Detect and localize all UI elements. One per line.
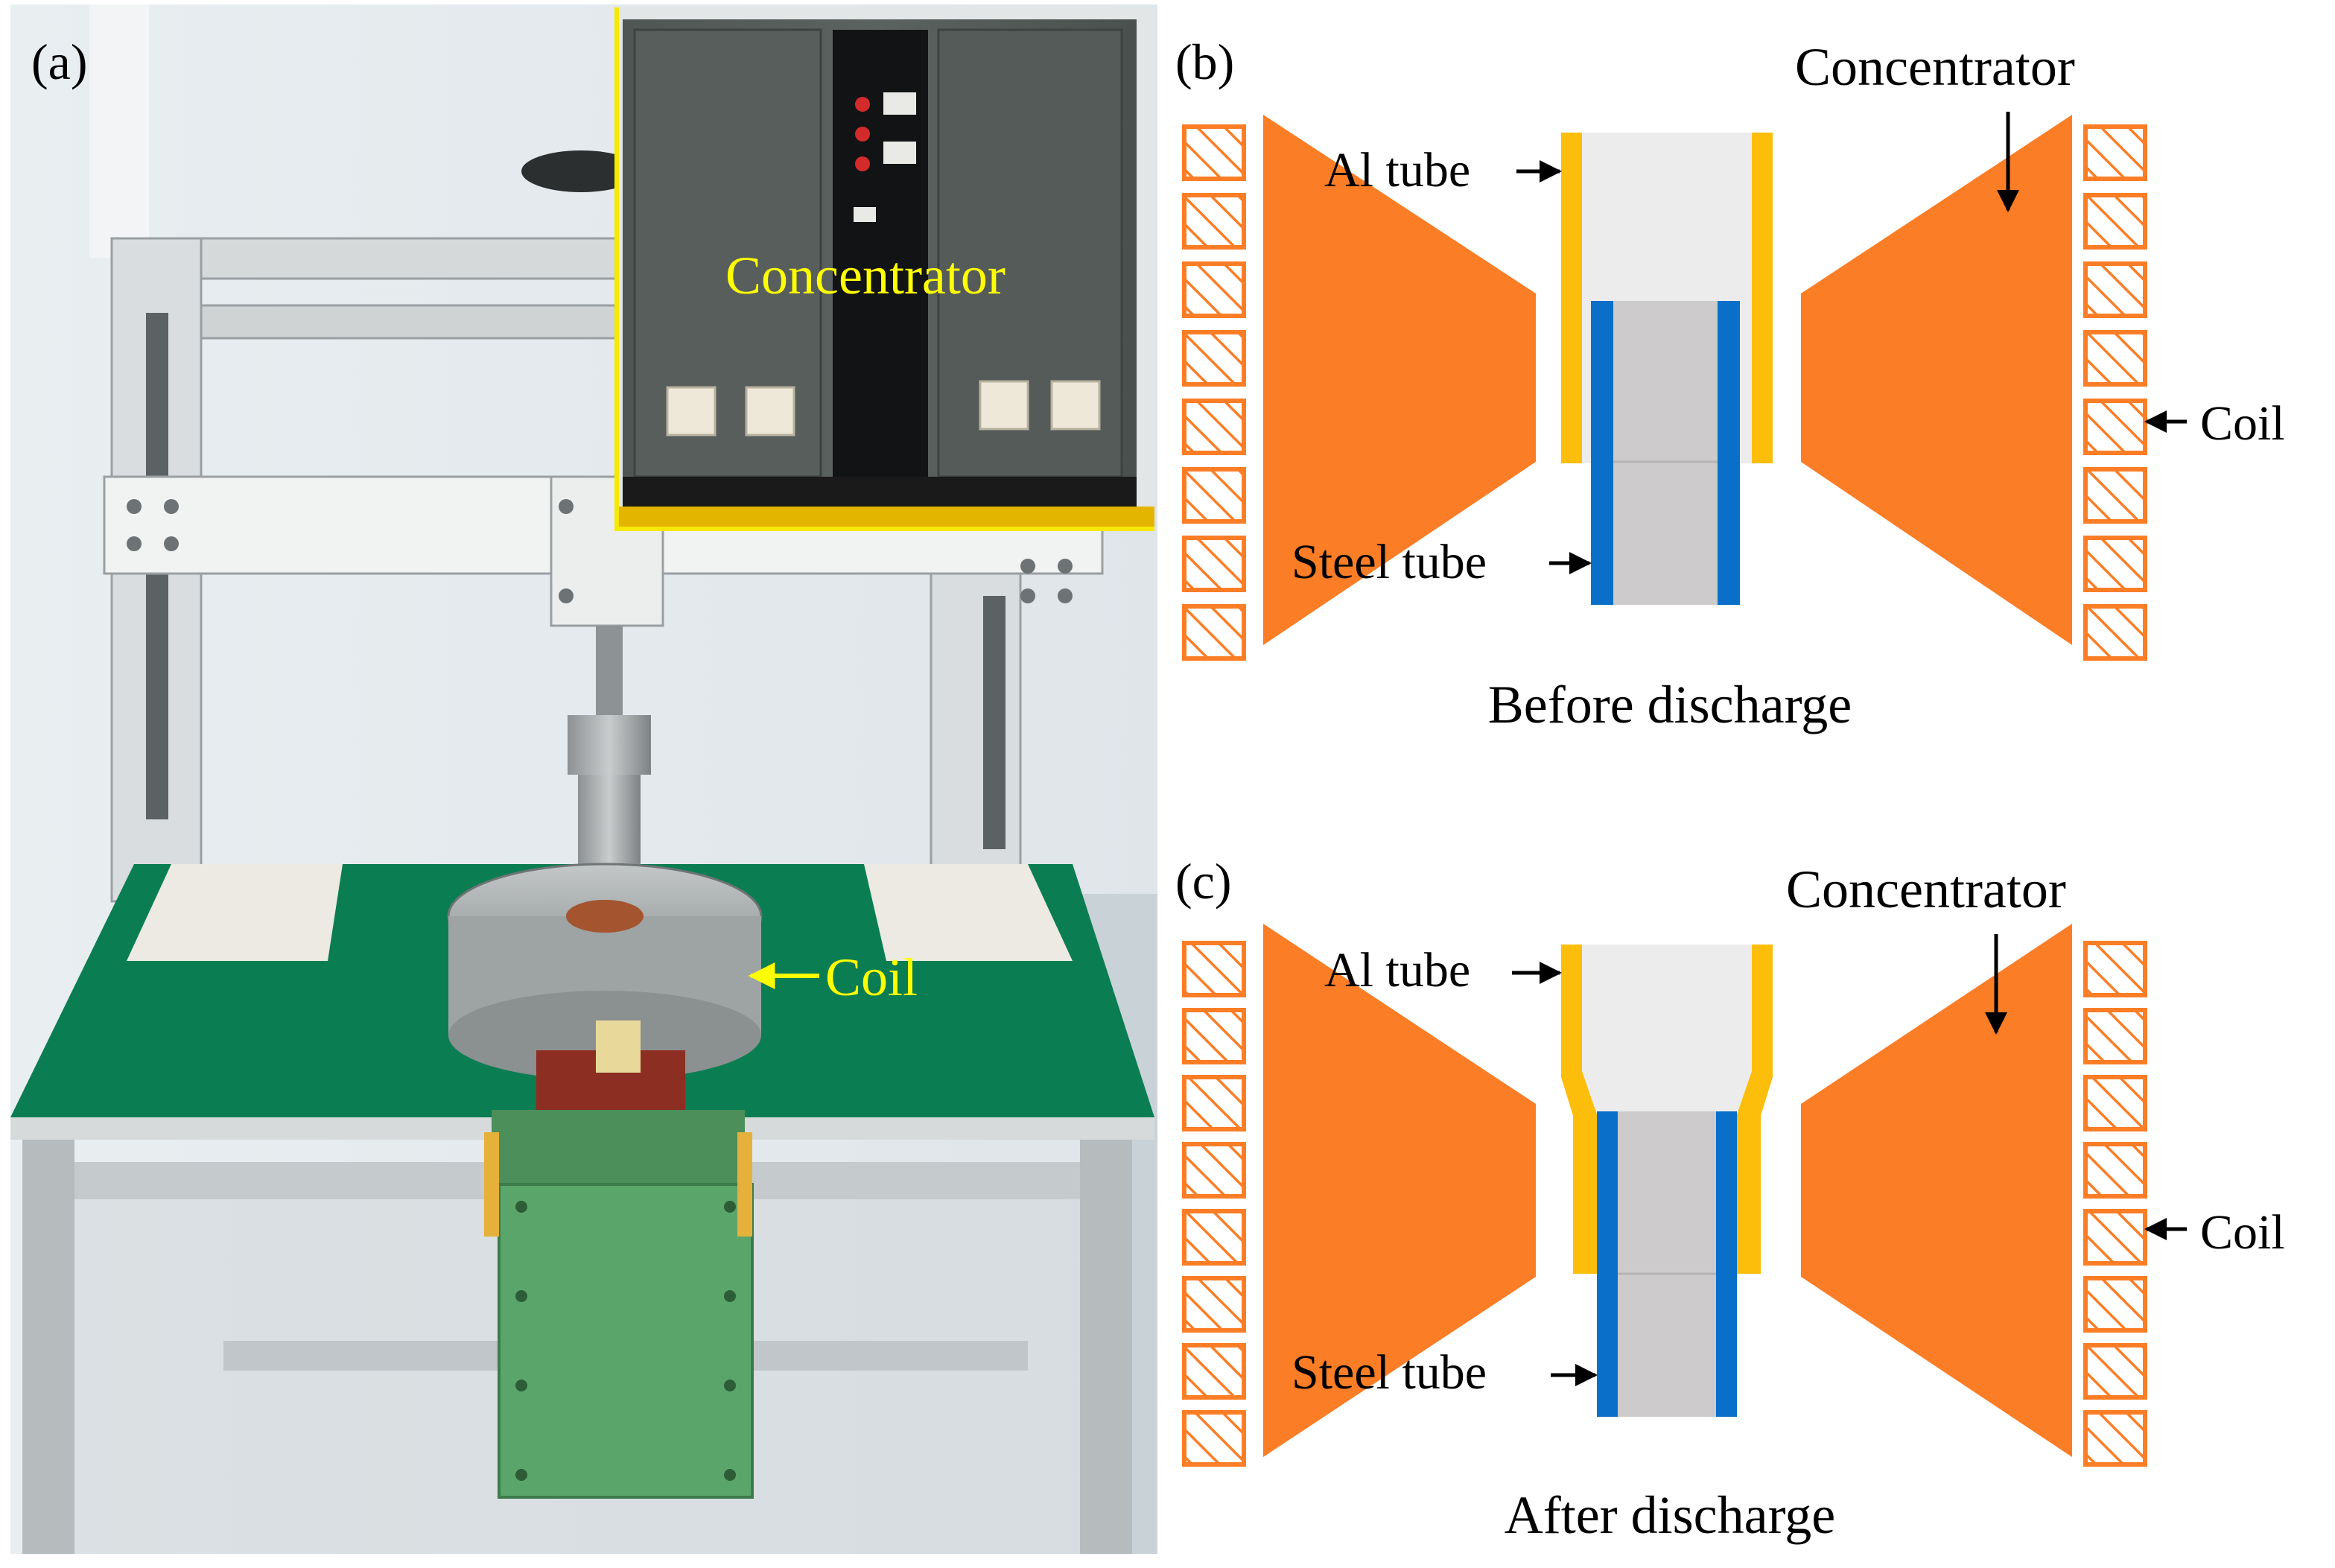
coil-left-c xyxy=(1182,941,1246,1467)
inset-cabinet: Concentrator xyxy=(614,7,1154,531)
mount-plate-right xyxy=(864,864,1073,961)
panel-b-diagram: (b) xyxy=(1175,34,2285,734)
inset-floor-strip xyxy=(617,507,1154,529)
caption-c: After discharge xyxy=(1505,1485,1835,1545)
photo-concentrator-label: Concentrator xyxy=(725,246,1006,305)
steel-tube-right-wall-b xyxy=(1718,301,1740,605)
steel-tube-label-c: Steel tube xyxy=(1292,1345,1487,1400)
al-tube-right-wall-c xyxy=(1737,945,1773,1274)
concentrator-left-b xyxy=(1263,115,1536,645)
panel-c-diagram: (c) xyxy=(1175,853,2285,1545)
coil-label-c: Coil xyxy=(2200,1205,2285,1260)
coil-right-c xyxy=(2083,941,2147,1467)
steel-tube-core-c xyxy=(1618,1111,1716,1417)
frame-top-beam xyxy=(200,237,620,280)
steel-tube-right-wall-c xyxy=(1716,1111,1737,1417)
coil-center-hole xyxy=(566,900,644,933)
indicator-light-1 xyxy=(855,97,870,112)
vent-3 xyxy=(979,380,1029,431)
housing-top xyxy=(492,1110,745,1184)
meter-1 xyxy=(883,92,916,115)
indicator-light-2 xyxy=(855,127,870,142)
wall-strip xyxy=(89,4,149,258)
mount-plate-left xyxy=(127,864,343,961)
frame-top-beam-2 xyxy=(200,304,620,340)
concentrator-right-b xyxy=(1801,115,2072,645)
spindle-rod xyxy=(596,626,623,730)
housing-box xyxy=(498,1183,754,1499)
concentrator-left-c xyxy=(1263,924,1536,1457)
meter-2 xyxy=(883,142,916,164)
panel-a-letter: (a) xyxy=(31,34,87,90)
vent-1 xyxy=(666,386,717,437)
panel-a-photo: Coil Concentrator ( xyxy=(10,4,1157,1554)
right-rail xyxy=(983,596,1006,849)
coil-left-b xyxy=(1182,124,1246,661)
al-tube-core-c xyxy=(1582,945,1752,1111)
photo-coil-label: Coil xyxy=(825,948,918,1007)
spindle-collar xyxy=(568,715,651,775)
inset-border xyxy=(614,7,1154,531)
meter-3 xyxy=(854,207,876,222)
coil-label-b: Coil xyxy=(2200,396,2285,451)
al-tube-left-wall-b xyxy=(1561,133,1582,463)
bench-leg-right xyxy=(1080,1140,1132,1554)
steel-tube-left-wall-b xyxy=(1591,301,1613,605)
vent-2 xyxy=(745,386,795,437)
al-tube-right-wall-b xyxy=(1752,133,1773,463)
coil-right-b xyxy=(2083,124,2147,661)
steel-tube-core-b xyxy=(1613,301,1718,605)
indicator-light-3 xyxy=(855,156,870,171)
bench-leg-left xyxy=(22,1140,74,1554)
panel-c-letter: (c) xyxy=(1175,853,1231,910)
concentrator-right-c xyxy=(1801,924,2072,1457)
concentrator-label-c: Concentrator xyxy=(1786,860,2066,919)
frame-right-column xyxy=(930,550,1022,895)
al-tube-label-b: Al tube xyxy=(1324,143,1470,197)
beam-bolts xyxy=(127,499,1073,603)
concentrator-label-b: Concentrator xyxy=(1795,37,2075,97)
hand-wheel xyxy=(521,150,641,192)
caption-b: Before discharge xyxy=(1488,675,1852,734)
panel-b-letter: (b) xyxy=(1175,34,1234,90)
steel-tube-label-b: Steel tube xyxy=(1292,535,1487,589)
al-tube-left-wall-c xyxy=(1561,945,1597,1274)
housing-screws xyxy=(515,1201,736,1481)
vent-4 xyxy=(1050,380,1101,431)
steel-tube-left-wall-c xyxy=(1597,1111,1618,1417)
housing-bracket-right xyxy=(737,1132,752,1237)
coil-connector xyxy=(596,1021,641,1073)
al-tube-label-c: Al tube xyxy=(1324,943,1470,997)
cabinet-base xyxy=(623,477,1137,507)
housing-bracket-left xyxy=(484,1132,499,1237)
